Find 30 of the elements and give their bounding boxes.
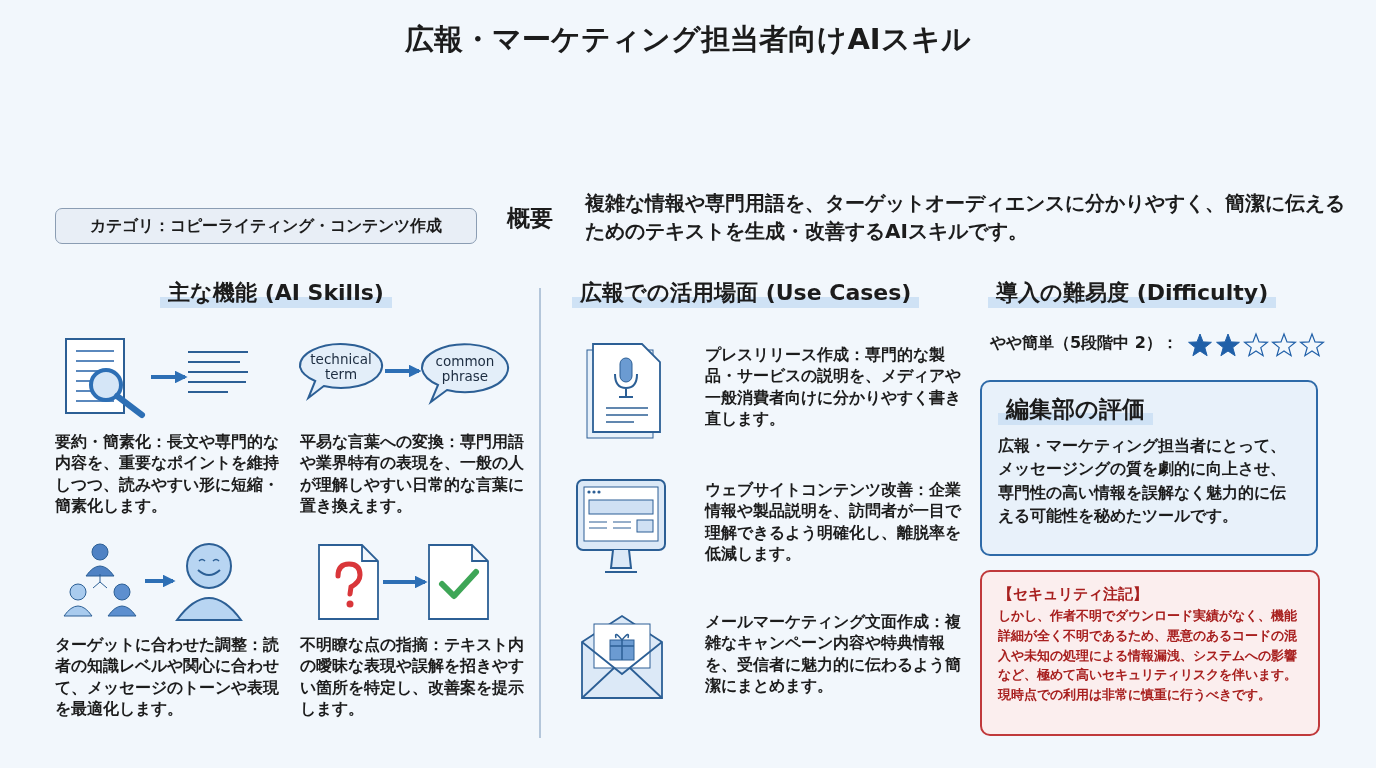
feature-description: ターゲットに合わせた調整：読者の知識レベルや関心に合わせて、メッセージのトーンや表現を最適化します。 xyxy=(55,635,280,721)
use-case-description: ウェブサイトコンテンツ改善：企業情報や製品説明を、訪問者が一目で理解できるよう明確化し、離脱率を低減します。 xyxy=(705,480,963,566)
title: 広報・マーケティング担当者向けAIスキル xyxy=(404,21,972,58)
speech-bubble: common phrase xyxy=(420,343,510,403)
section-heading: 主な機能 (AI Skills) xyxy=(160,278,392,309)
use-case-description: プレスリリース作成：専門的な製品・サービスの説明を、メディアや一般消費者向けに分かりやすく書き直します。 xyxy=(705,345,962,431)
section-heading: 導入の難易度 (Difficulty) xyxy=(988,278,1277,309)
evaluation-card xyxy=(980,380,1318,556)
feature-description: 要約・簡素化：長文や専門的な内容を、重要なポイントを維持しつつ、読みやすい形に短縮・簡素化します。 xyxy=(55,432,280,518)
security-warning-card xyxy=(980,570,1320,736)
difficulty-rating-text: やや簡単（5段階中 2）： xyxy=(990,332,1179,354)
card-heading: 【セキュリティ注記】 xyxy=(998,585,1148,604)
arrow xyxy=(385,364,422,378)
feature-description: 平易な言葉への変換：専門用語や業界特有の表現を、一般の人が理解しやすい日常的な言葉に置き換えます。 xyxy=(300,432,525,518)
smiling-person-icon xyxy=(174,540,244,622)
speech-bubble: technical term xyxy=(298,343,384,399)
card-body-text: しかし、作者不明でダウンロード実績がなく、機能詳細が全く不明であるため、悪意のあるコードの混入や未知の処理による情報漏洩、システムへの影響など、極めて高いセキュリティリスクを伴います。現時点での利用は非常に慎重に行うべきです。 xyxy=(998,607,1298,705)
arrow xyxy=(383,575,428,589)
section-heading: 広報での活用場面 (Use Cases) xyxy=(572,278,920,309)
use-case-description: メールマーケティング文面作成：複雑なキャンペーン内容や特典情報を、受信者に魅力的に伝わるよう簡潔にまとめます。 xyxy=(705,612,962,698)
overview-label: 概要 xyxy=(507,204,554,233)
arrow xyxy=(151,370,188,384)
overview-text: 複雑な情報や専門用語を、ターゲットオーディエンスに分かりやすく、簡潔に伝えるためのテキストを生成・改善するAIスキルです。 xyxy=(585,190,1345,245)
arrow xyxy=(145,574,176,588)
document-check-icon xyxy=(426,542,492,622)
category-tag: カテゴリ：コピーライティング・コンテンツ作成 xyxy=(55,208,477,244)
card-heading: 編集部の評価 xyxy=(998,394,1153,425)
document-question-icon xyxy=(316,542,382,622)
feature-description: 不明瞭な点の指摘：テキスト内の曖昧な表現や誤解を招きやすい箇所を特定し、改善案を提示します。 xyxy=(300,635,525,721)
card-body-text: 広報・マーケティング担当者にとって、メッセージングの質を劇的に向上させ、専門性の高い情報を誤解なく魅力的に伝える可能性を秘めたツールです。 xyxy=(998,436,1287,527)
